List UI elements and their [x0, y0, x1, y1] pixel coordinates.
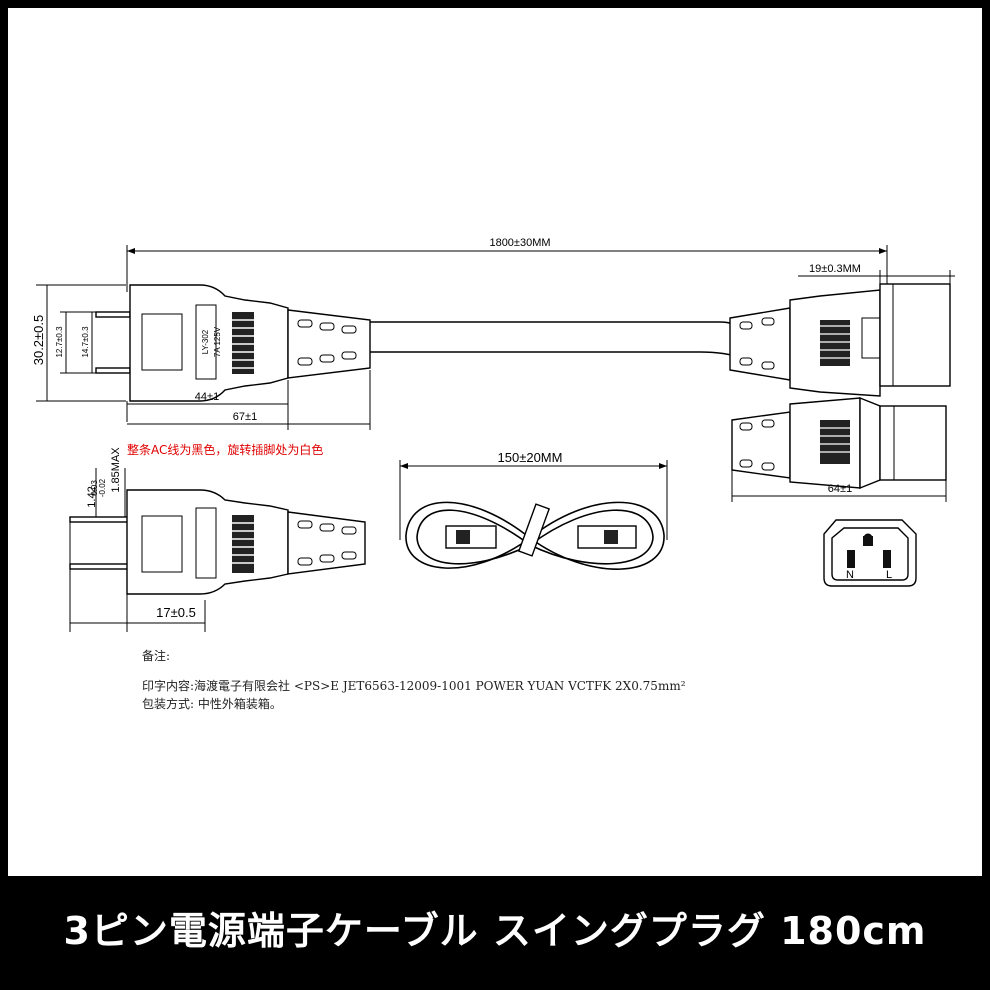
title-banner: 3ピン電源端子ケーブル スイングプラグ 180cm	[0, 876, 990, 990]
drawing-panel: 1800±30MM LY-302 7A 125V	[8, 8, 982, 876]
notes-block: 备注: 印字内容:海渡電子有限会社 <PS>E JET6563-12009-10…	[142, 648, 686, 711]
connector-width-dimension: 19±0.3MM	[798, 263, 955, 290]
plug-side-view: LY-302 7A 125V	[95, 284, 371, 402]
terminal-l-label: L	[886, 569, 892, 581]
plug-model-text: LY-302	[201, 329, 210, 354]
pin-thickness-tol-minus: -0.02	[98, 478, 107, 497]
product-title: 3ピン電源端子ケーブル スイングプラグ 180cm	[63, 909, 927, 953]
plug-pin-view: 0.03 -0.02 1.42 1.85MAX	[69, 447, 366, 632]
connector-width-label: 19±0.3MM	[809, 263, 861, 275]
notes-heading: 备注:	[142, 648, 170, 663]
pin-spacing-inner-label: 12.7±0.3	[55, 326, 64, 358]
total-length-label: 1800±30MM	[489, 237, 550, 249]
coil-length-label: 150±20MM	[498, 450, 563, 465]
plug-body-length-label: 44±1	[195, 391, 219, 403]
pin-length-label: 17±0.5	[156, 605, 196, 620]
technical-drawing: 1800±30MM LY-302 7A 125V	[31, 237, 955, 711]
notes-line2: 包装方式: 中性外箱装箱。	[142, 696, 282, 711]
terminal-n-label: N	[846, 569, 854, 581]
pin-thickness-tol: 0.03	[90, 480, 99, 496]
connector-top-view: 64±1	[731, 396, 947, 502]
pin-spacing-outer-label: 14.7±0.3	[81, 326, 90, 358]
cable-line	[370, 321, 743, 359]
total-length-dimension: 1800±30MM	[126, 237, 888, 292]
plug-rating-text: 7A 125V	[213, 326, 222, 357]
connector-length-label: 64±1	[828, 483, 852, 495]
red-note: 整条AC线为黑色，旋转插脚处为白色	[127, 442, 323, 457]
iec-connector-face: N L	[823, 519, 917, 587]
pin-max-label: 1.85MAX	[110, 447, 122, 493]
connector-side-view	[729, 283, 951, 397]
plug-height-dimensions: 30.2±0.5 12.7±0.3 14.7±0.3	[31, 284, 126, 402]
plug-height-label: 30.2±0.5	[31, 315, 46, 366]
pin-thickness-label: 1.42	[86, 486, 98, 507]
plug-total-length-label: 67±1	[233, 411, 257, 423]
notes-line1: 印字内容:海渡電子有限会社 <PS>E JET6563-12009-1001 P…	[142, 678, 686, 693]
coiled-cable-view: 150±20MM	[399, 450, 668, 570]
plug-length-dimensions: 44±1 67±1	[126, 370, 371, 430]
